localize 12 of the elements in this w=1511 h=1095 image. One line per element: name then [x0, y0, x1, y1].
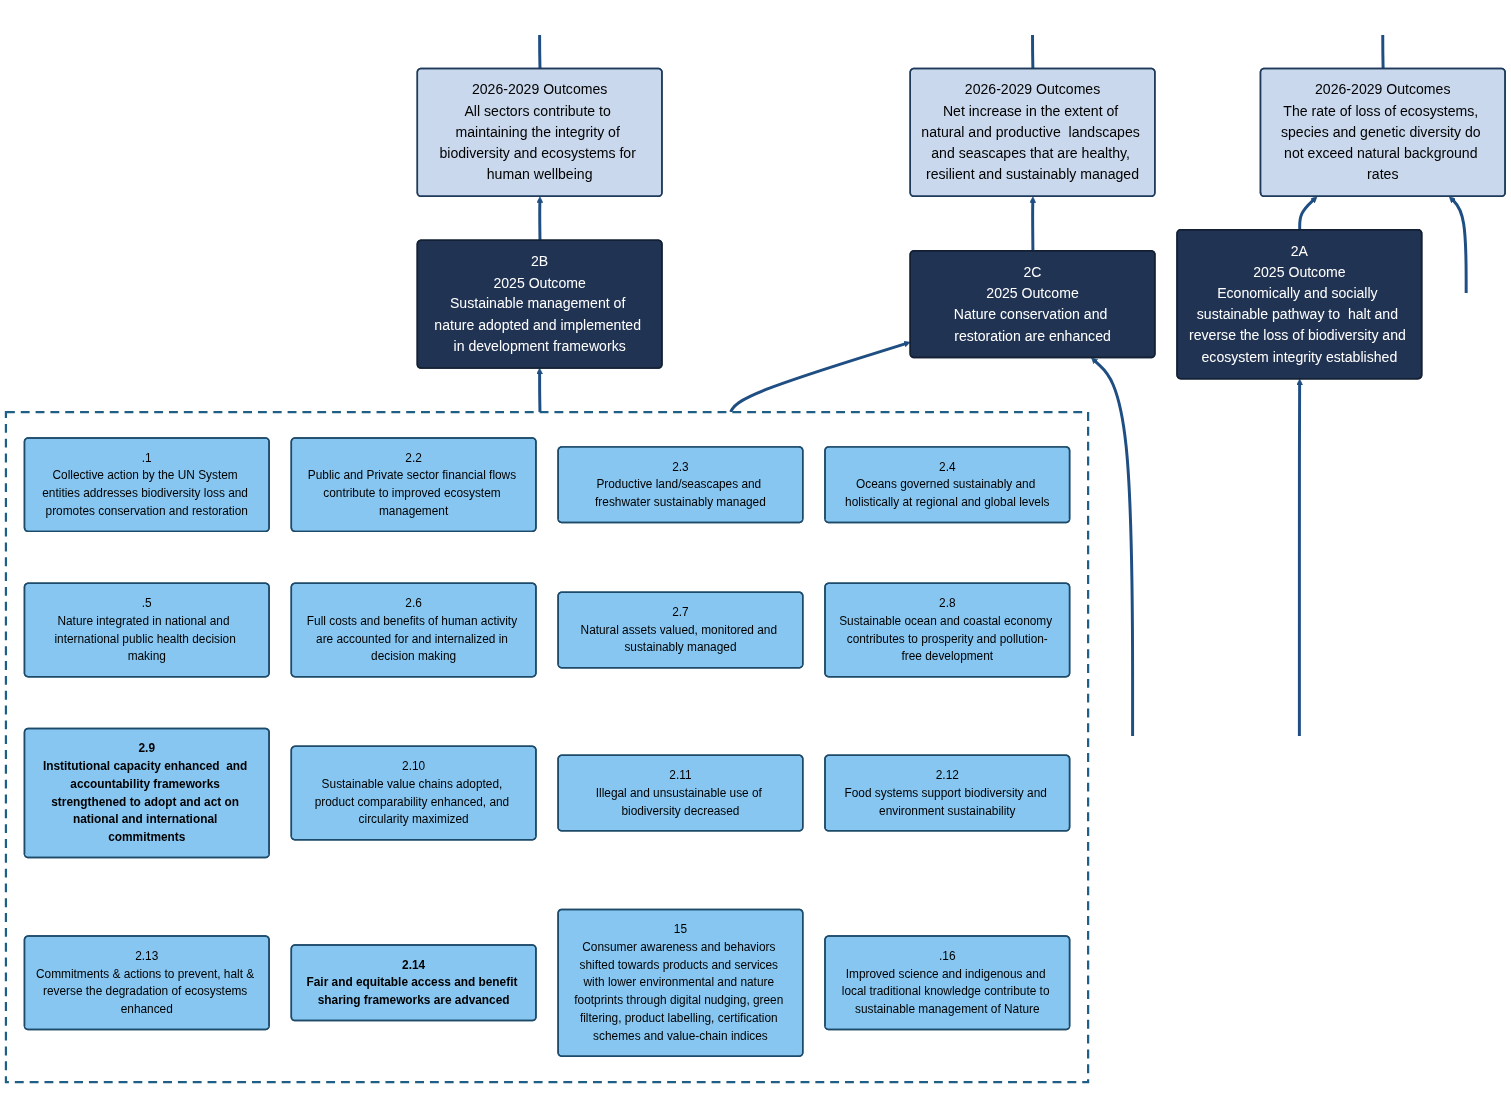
- arrow: [729, 340, 911, 413]
- arrow: [1449, 196, 1468, 294]
- arrow: [536, 196, 544, 241]
- connector: [1381, 35, 1385, 69]
- arrow: [536, 367, 543, 413]
- arrow: [1029, 196, 1037, 252]
- arrow: [1091, 357, 1135, 736]
- arrow: [1296, 378, 1303, 736]
- arrow: [1298, 196, 1318, 231]
- cluster: [4, 410, 1090, 1084]
- connector: [1031, 35, 1035, 69]
- connector: [538, 35, 542, 69]
